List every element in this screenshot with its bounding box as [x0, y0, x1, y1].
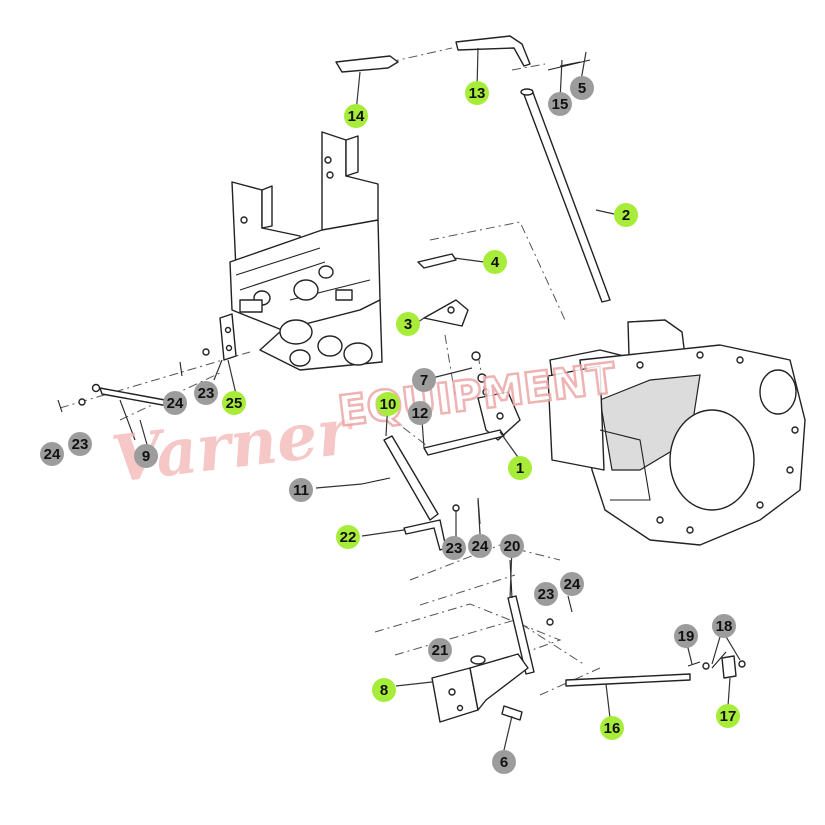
callout-label-1: 1 — [516, 460, 524, 477]
bolt-6-part — [501, 705, 523, 721]
callout-label-2: 2 — [622, 207, 630, 224]
callout-badge-16 — [600, 716, 624, 740]
callout-label-23: 23 — [446, 540, 463, 557]
callout-badge-8 — [372, 678, 396, 702]
callout-label-24: 24 — [564, 576, 581, 593]
callout-label-4: 4 — [491, 254, 500, 271]
main-frame — [229, 131, 383, 371]
clip-4-part — [417, 253, 457, 269]
bracket-1-part — [477, 391, 521, 441]
washer-21-part — [470, 655, 486, 665]
callout-label-18: 18 — [716, 618, 733, 635]
callout-badge-24 — [468, 534, 492, 558]
rod-16-part — [565, 673, 691, 687]
callout-badge-22 — [336, 525, 360, 549]
pins-5-15-part — [547, 59, 591, 71]
callout-label-23: 23 — [72, 436, 89, 453]
transmission-housing — [547, 319, 806, 546]
callout-label-10: 10 — [380, 396, 397, 413]
pin-11-part — [361, 477, 391, 485]
callout-label-12: 12 — [412, 405, 429, 422]
bracket-8-part — [431, 653, 529, 723]
rod-2-part — [520, 88, 611, 303]
callout-label-24: 24 — [167, 395, 184, 412]
callout-badge-17 — [716, 704, 740, 728]
washers-7-part — [471, 351, 490, 396]
callout-badge-23 — [194, 381, 218, 405]
callout-label-13: 13 — [469, 85, 486, 102]
callout-badge-1 — [508, 456, 532, 480]
callout-badge-25 — [222, 391, 246, 415]
bracket-25-part — [219, 313, 237, 361]
callout-badge-15 — [548, 92, 572, 116]
callout-label-7: 7 — [420, 372, 428, 389]
callout-badge-23 — [534, 582, 558, 606]
callout-badge-12 — [408, 401, 432, 425]
callout-badge-24 — [40, 442, 64, 466]
handle-14-part — [335, 55, 399, 73]
callout-label-23: 23 — [538, 586, 555, 603]
callout-badge-24 — [560, 572, 584, 596]
callout-badge-20 — [500, 534, 524, 558]
callout-badge-19 — [674, 624, 698, 648]
callout-badge-18 — [712, 614, 736, 638]
callout-label-11: 11 — [293, 482, 309, 499]
callout-label-24: 24 — [44, 446, 61, 463]
callout-label-3: 3 — [404, 316, 412, 333]
callout-label-9: 9 — [142, 448, 150, 465]
callout-label-17: 17 — [720, 708, 737, 725]
callout-label-8: 8 — [380, 682, 388, 699]
callout-label-19: 19 — [678, 628, 695, 645]
callout-label-15: 15 — [552, 96, 569, 113]
callout-badge-9 — [134, 444, 158, 468]
link-10-part — [383, 435, 439, 521]
callout-badge-10 — [376, 392, 400, 416]
callout-badge-2 — [614, 203, 638, 227]
fasteners-left-part — [57, 348, 210, 413]
callout-badge-7 — [412, 368, 436, 392]
callout-badge-24 — [163, 391, 187, 415]
callout-badge-23 — [68, 432, 92, 456]
callout-badge-5 — [570, 76, 594, 100]
rod-12-part — [423, 429, 505, 456]
callout-badge-21 — [428, 638, 452, 662]
callout-badge-6 — [492, 750, 516, 774]
rod-9-part — [91, 383, 169, 441]
callout-label-5: 5 — [578, 80, 586, 97]
callout-badge-14 — [344, 104, 368, 128]
callout-label-24: 24 — [472, 538, 489, 555]
callout-label-6: 6 — [500, 754, 508, 771]
watermark: Varner EQUIPMENT — [108, 352, 620, 498]
callout-label-14: 14 — [348, 108, 365, 125]
bracket-3-part — [423, 299, 469, 327]
callout-badge-11 — [289, 478, 313, 502]
callout-badge-3 — [396, 312, 420, 336]
hardware-17-19-part — [687, 651, 746, 679]
callout-badge-4 — [483, 250, 507, 274]
callout-label-21: 21 — [432, 642, 449, 659]
callout-label-23: 23 — [198, 385, 215, 402]
callout-label-20: 20 — [504, 538, 521, 555]
callout-label-22: 22 — [340, 529, 357, 546]
callout-badge-23 — [442, 536, 466, 560]
rod-22-part — [403, 497, 481, 551]
callout-label-25: 25 — [226, 395, 243, 412]
lever-13-part — [455, 35, 531, 67]
callout-label-16: 16 — [604, 720, 621, 737]
callout-badge-13 — [465, 81, 489, 105]
